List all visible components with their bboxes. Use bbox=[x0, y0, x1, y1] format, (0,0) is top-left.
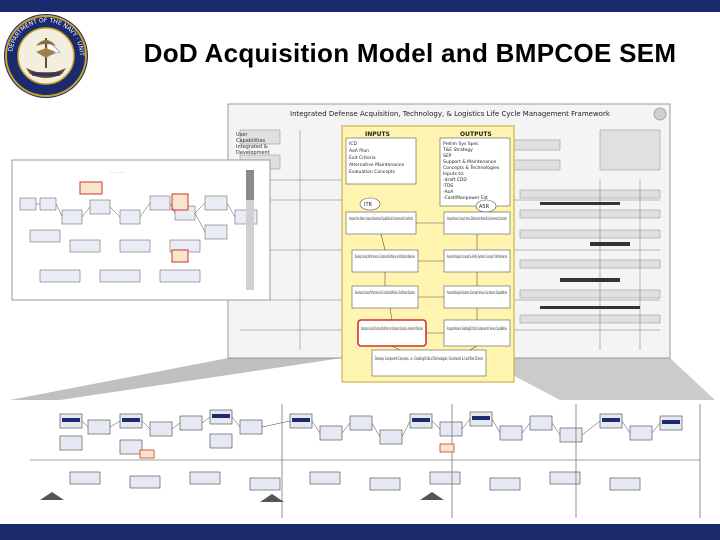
process-box-label: Analyze/Assess Concepts Versus Defined U… bbox=[447, 216, 507, 221]
slide-title: DoD Acquisition Model and BMPCOE SEM bbox=[143, 38, 677, 68]
navy-seal-icon: DEPARTMENT OF THE NAVY · UNITED STATES O… bbox=[2, 12, 88, 98]
output-item: -Cost/Manpower Est bbox=[443, 195, 488, 201]
left-stack-label: Integrated & bbox=[236, 144, 268, 150]
input-item: AoA Plan bbox=[349, 148, 369, 154]
bottom-process-strip bbox=[10, 400, 718, 522]
output-item: -draft CDD bbox=[443, 177, 467, 183]
process-box-label: Assess/Analyze Concept & Verify System C… bbox=[447, 254, 507, 259]
output-item: Support & Maintenance bbox=[443, 159, 496, 165]
process-box-label: Assess/Analyze System Concept Versus Fun… bbox=[447, 290, 507, 295]
process-box-label: Interpret User Needs; Analyze Operationa… bbox=[349, 216, 413, 221]
top-banner bbox=[0, 0, 720, 12]
zoom-funnel-left bbox=[10, 358, 342, 400]
input-item: Exit Criteria bbox=[349, 155, 376, 161]
left-stack-labels: User Capabilities Integrated & Developme… bbox=[236, 132, 270, 156]
output-item: Prelim Sys Spec bbox=[443, 141, 479, 147]
output-item: SEP bbox=[443, 153, 452, 159]
svg-text:· · · · · ·: · · · · · · bbox=[110, 170, 124, 175]
process-box-label: Decompose Concept Performance into Funct… bbox=[355, 290, 415, 295]
outputs-header: OUTPUTS bbox=[460, 131, 492, 138]
framework-title: Integrated Defense Acquisition, Technolo… bbox=[290, 110, 611, 118]
left-stack-label: Capabilities bbox=[236, 138, 266, 144]
left-stack-label: Development bbox=[236, 150, 270, 156]
zoom-funnel-right bbox=[480, 358, 715, 400]
left-stack-label: User bbox=[236, 132, 248, 138]
asr-label: ASR bbox=[479, 204, 490, 210]
process-box-label: Decompose Concept Functional Definition … bbox=[361, 326, 423, 331]
input-item: Alternative Maintenance bbox=[349, 162, 404, 168]
bottom-banner bbox=[0, 524, 720, 540]
process-box-label: Analyze/Assess Enabling/Critical Compone… bbox=[447, 326, 507, 331]
se-detail-panel: INPUTS OUTPUTS ICD AoA Plan Exit Criteri… bbox=[341, 125, 515, 383]
output-item: -AoA bbox=[443, 189, 454, 195]
input-item: ICD bbox=[349, 141, 357, 147]
output-item: T&E Strategy bbox=[442, 147, 473, 153]
itr-label: ITR bbox=[364, 202, 373, 208]
output-item: Inputs to: bbox=[443, 171, 464, 177]
output-item: -TDS bbox=[443, 183, 453, 189]
inset-diagram: · · · · · · bbox=[11, 159, 271, 301]
framework-collage: Integrated Defense Acquisition, Technolo… bbox=[10, 103, 718, 522]
input-item: Evaluation Concepts bbox=[349, 169, 396, 175]
process-box-label: Develop Component Concepts, i.e., Enabli… bbox=[375, 356, 483, 361]
output-item: Concepts & Technologies bbox=[443, 165, 500, 171]
process-box-label: Develop Concept Performance (& Constrain… bbox=[355, 254, 415, 259]
inputs-header: INPUTS bbox=[365, 131, 390, 138]
